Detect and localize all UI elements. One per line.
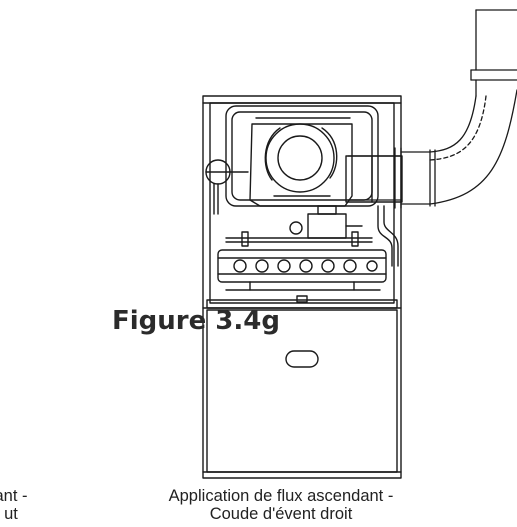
vent-elbow (347, 9, 517, 209)
figure-label: Figure 3.4g (112, 306, 280, 336)
pressure-switch (205, 159, 249, 215)
caption-left-line2: ut (4, 505, 18, 523)
caption-right-line2: Coude d'évent droit (209, 505, 353, 523)
furnace-cabinet (202, 95, 402, 479)
blower-assembly (225, 105, 403, 207)
burner-assembly (217, 249, 387, 291)
caption-left: ant - ut (0, 487, 74, 523)
caption-right: Application de flux ascendant - Coude d'… (146, 487, 416, 523)
gas-valve (225, 205, 373, 247)
caption-left-line1: ant - (0, 487, 28, 505)
caption-right-line1: Application de flux ascendant - (168, 487, 394, 505)
drain-hose (377, 205, 399, 267)
